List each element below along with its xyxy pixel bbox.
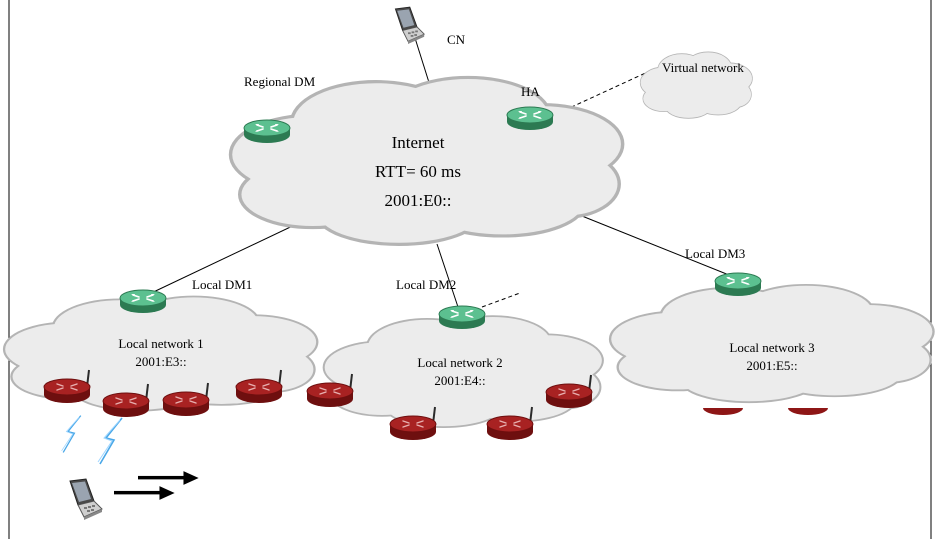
local-network-2-label: Local network 2	[417, 355, 502, 370]
local-network-2-prefix: 2001:E4::	[434, 373, 485, 388]
local-dm1-label: Local DM1	[192, 277, 252, 292]
mobile-node-laptop-icon	[69, 478, 103, 521]
internet-prefix-label: 2001:E0::	[384, 191, 451, 210]
local-dm2-router-icon	[438, 305, 486, 330]
local-network-1-label: Local network 1	[118, 336, 203, 351]
cn-label: CN	[447, 32, 466, 47]
cn-laptop-icon	[394, 6, 425, 45]
local-dm2-label: Local DM2	[396, 277, 456, 292]
link-dm2-dashed	[481, 292, 521, 308]
wireless-lightning-icon	[97, 417, 123, 465]
local-network-1-prefix: 2001:E3::	[135, 354, 186, 369]
movement-arrow-icon	[114, 486, 175, 500]
virtual-network-label: Virtual network	[662, 60, 744, 75]
ha-label: HA	[521, 84, 540, 99]
local-network-3-prefix: 2001:E5::	[746, 358, 797, 373]
ha-router-icon	[506, 106, 554, 131]
link-internet-dm2	[436, 243, 459, 308]
link-internet-dm3	[571, 211, 735, 278]
movement-arrow-icon	[138, 471, 199, 485]
regional-dm-label: Regional DM	[244, 74, 316, 89]
ln3-access-router-icon	[703, 408, 743, 415]
local-dm1-router-icon	[119, 289, 167, 314]
local-dm3-router-icon	[714, 272, 762, 297]
regional-dm-router-icon	[243, 119, 291, 144]
wireless-lightning-icon	[60, 414, 82, 454]
local-network-3-label: Local network 3	[729, 340, 814, 355]
ln3-access-router-icon	[788, 408, 828, 415]
internet-rtt-label: RTT= 60 ms	[375, 162, 461, 181]
local-dm3-label: Local DM3	[685, 246, 745, 261]
link-ha-virtual-network	[551, 69, 653, 117]
internet-label: Internet	[392, 133, 445, 152]
